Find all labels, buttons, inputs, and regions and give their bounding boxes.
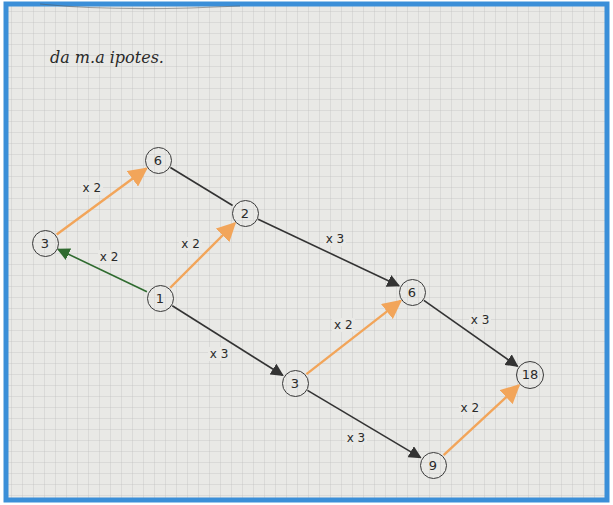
edge-label: x 3 (469, 313, 492, 327)
node-number: 2 (241, 206, 249, 221)
arrow-connector (307, 390, 420, 457)
node-number: 6 (154, 153, 162, 168)
node-number: 3 (291, 376, 299, 391)
number-circle: 6 (145, 147, 172, 174)
arrow-connector (424, 300, 518, 366)
arrow-connector (170, 168, 232, 206)
node-number: 1 (156, 291, 164, 306)
arrow-connector (258, 219, 399, 286)
arrow-connector (170, 223, 234, 287)
edge-label: x 2 (459, 401, 482, 415)
edge-label: x 3 (324, 232, 347, 246)
edge-label: x 2 (98, 250, 121, 264)
node-number: 3 (41, 236, 49, 251)
number-circle: 9 (420, 452, 447, 479)
arrow-connector (172, 306, 282, 376)
number-circle: 3 (32, 230, 59, 257)
edge-label: x 2 (81, 181, 104, 195)
arrow-connector (444, 385, 519, 455)
edge-label: x 3 (345, 431, 368, 445)
number-circle: 1 (147, 285, 174, 312)
number-circle: 2 (232, 200, 259, 227)
number-circle: 6 (399, 279, 426, 306)
handwritten-note: da m.a ipotes. (50, 48, 164, 67)
number-circle: 3 (282, 370, 309, 397)
arrow-connector (306, 301, 400, 374)
node-number: 18 (522, 367, 539, 382)
arrow-connector (58, 249, 147, 291)
edge-label: x 3 (208, 347, 231, 361)
edge-label: x 2 (179, 237, 202, 251)
node-number: 9 (429, 458, 437, 473)
edge-label: x 2 (332, 318, 355, 332)
arrow-connector (57, 169, 147, 235)
node-number: 6 (408, 285, 416, 300)
